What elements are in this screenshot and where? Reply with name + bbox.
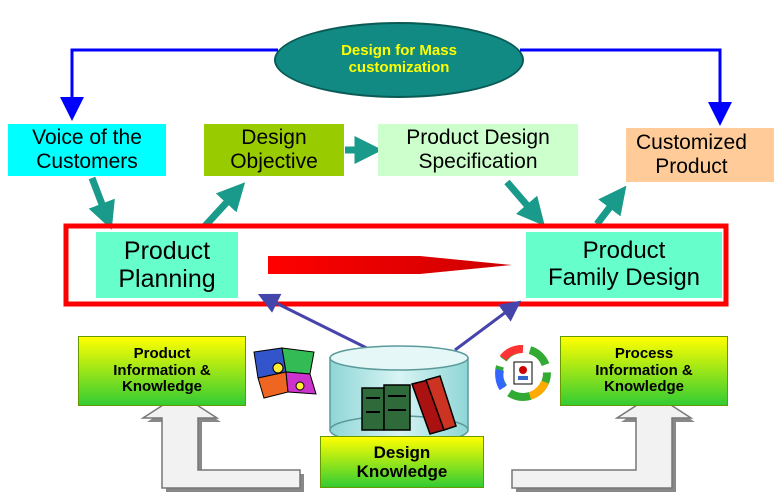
product-planning-box: Product Planning: [96, 232, 238, 298]
process-info-knowledge-box: Process Information & Knowledge: [560, 336, 728, 406]
product-info-knowledge-box: Product Information & Knowledge: [78, 336, 246, 406]
design-knowledge-box: Design Knowledge: [320, 436, 484, 488]
product-family-design-label: Product Family Design: [547, 237, 701, 291]
arrow-to-voice: [60, 48, 278, 121]
left-bent-arrow: [140, 393, 304, 492]
mass-customization-ellipse: Design for Mass customization: [274, 22, 524, 98]
arrow-planning-to-objective: [202, 182, 246, 229]
product-info-knowledge-label: Product Information & Knowledge: [113, 344, 211, 396]
knowledge-base-icon: [329, 345, 469, 445]
voice-of-customers-box: Voice of the Customers: [8, 124, 166, 176]
arrow-family-to-customized: [594, 185, 627, 227]
product-family-design-box: Product Family Design: [526, 232, 722, 298]
product-planning-label: Product Planning: [118, 237, 216, 293]
teal-flow-arrows: [88, 136, 627, 230]
voice-of-customers-label: Voice of the Customers: [32, 126, 142, 173]
product-design-spec-box: Product Design Specification: [378, 124, 578, 176]
red-flow-arrow: [268, 256, 512, 274]
design-knowledge-label: Design Knowledge: [356, 442, 448, 481]
blue-loop-arrows: [60, 48, 732, 126]
customized-product-box: Customized Product: [626, 128, 774, 182]
right-bent-arrow: [511, 393, 695, 492]
highlight-frame: [63, 223, 729, 307]
arrow-spec-to-family: [504, 179, 545, 226]
design-objective-box: Design Objective: [204, 124, 344, 176]
mass-customization-label: Design for Mass customization: [341, 42, 457, 76]
arrow-to-customized: [520, 48, 732, 126]
process-cycle-icon: [495, 345, 551, 401]
process-info-knowledge-label: Process Information & Knowledge: [595, 344, 693, 396]
arrow-knowledge-to-family: [454, 300, 522, 352]
customized-product-label: Customized Product: [636, 131, 747, 178]
puzzle-icon: [253, 347, 317, 399]
product-design-spec-label: Product Design Specification: [406, 126, 550, 173]
design-objective-label: Design Objective: [230, 126, 318, 173]
arrow-voice-to-planning: [88, 176, 115, 230]
